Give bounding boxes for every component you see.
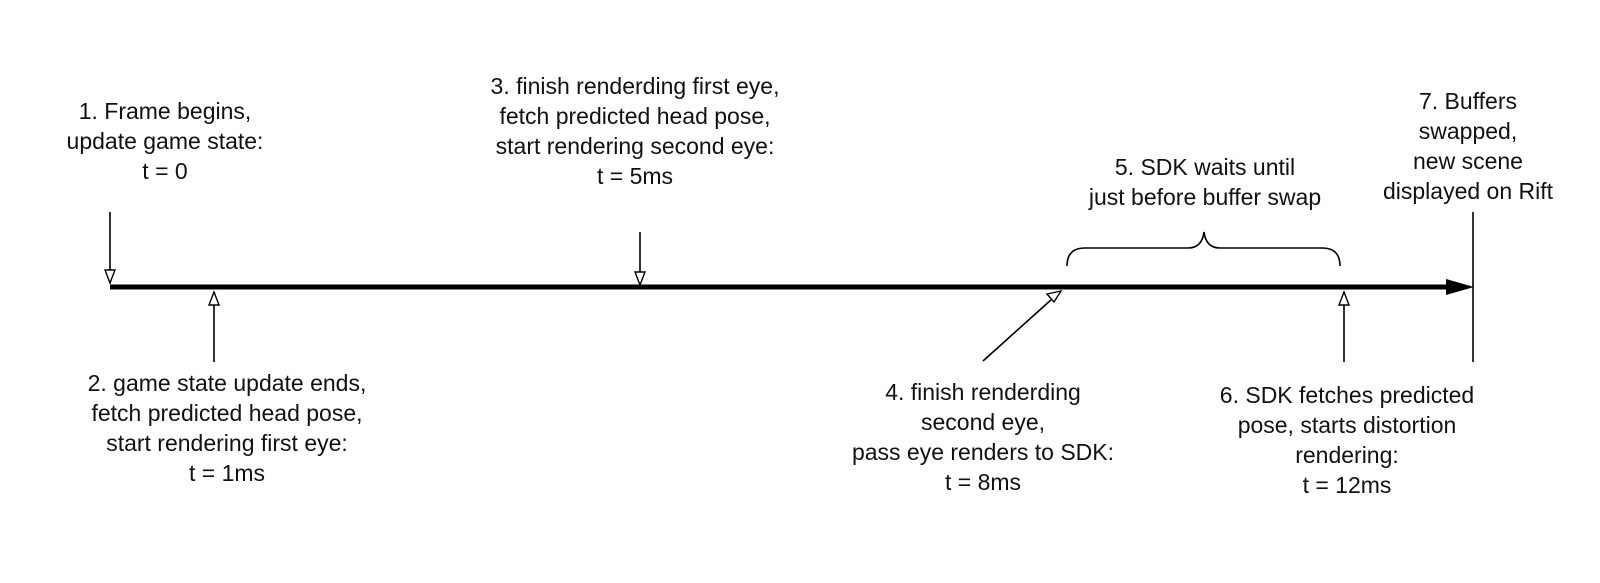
event-6-line: pose, starts distortion xyxy=(1237,412,1457,438)
event-3-arrowhead xyxy=(633,271,647,287)
event-4-label: 4. finish renderding second eye, pass ey… xyxy=(823,377,1143,497)
event-4-pointer xyxy=(982,298,1053,362)
event-4-line: second eye, xyxy=(920,409,1046,435)
event-3-line: 3. finish renderding first eye, xyxy=(490,73,780,99)
event-2-line: fetch predicted head pose, xyxy=(91,400,363,426)
event-4-line: t = 8ms xyxy=(944,469,1022,495)
event-2-line: 2. game state update ends, xyxy=(87,370,367,396)
event-2-line: start rendering first eye: xyxy=(106,430,348,456)
event-2-label: 2. game state update ends, fetch predict… xyxy=(67,368,387,488)
event-3-line: t = 5ms xyxy=(596,163,674,189)
event-1-line: update game state: xyxy=(66,128,264,154)
event-4-arrowhead xyxy=(1045,289,1063,304)
event-7-line: new scene xyxy=(1413,148,1523,174)
event-4-line: 4. finish renderding xyxy=(885,379,1081,405)
event-4-line: pass eye renders to SDK: xyxy=(851,439,1115,465)
event-7-label: 7. Buffers swapped, new scene displayed … xyxy=(1358,86,1578,206)
event-6-line: t = 12ms xyxy=(1302,472,1392,498)
event-6-line: 6. SDK fetches predicted xyxy=(1219,382,1475,408)
event-1-arrowhead xyxy=(103,269,117,285)
event-1-label: 1. Frame begins, update game state: t = … xyxy=(40,96,290,186)
event-1-line: 1. Frame begins, xyxy=(78,98,252,124)
event-3-line: start rendering second eye: xyxy=(495,133,775,159)
event-7-line: 7. Buffers xyxy=(1418,88,1518,114)
event-2-arrowhead xyxy=(207,290,221,306)
event-1-line: t = 0 xyxy=(142,158,188,184)
event-5-line: 5. SDK waits until xyxy=(1114,154,1296,180)
event-3-label: 3. finish renderding first eye, fetch pr… xyxy=(460,71,810,191)
timeline-arrowhead xyxy=(1446,279,1474,295)
event-6-line: rendering: xyxy=(1295,442,1399,468)
event-7-line: displayed on Rift xyxy=(1382,178,1554,204)
event-5-label: 5. SDK waits until just before buffer sw… xyxy=(1060,152,1350,212)
event-5-brace xyxy=(1066,231,1341,267)
event-2-line: t = 1ms xyxy=(188,460,266,486)
event-5-line: just before buffer swap xyxy=(1088,184,1322,210)
event-3-line: fetch predicted head pose, xyxy=(499,103,771,129)
event-7-line: swapped, xyxy=(1418,118,1518,144)
event-6-label: 6. SDK fetches predicted pose, starts di… xyxy=(1197,380,1497,500)
event-6-arrowhead xyxy=(1337,290,1351,306)
